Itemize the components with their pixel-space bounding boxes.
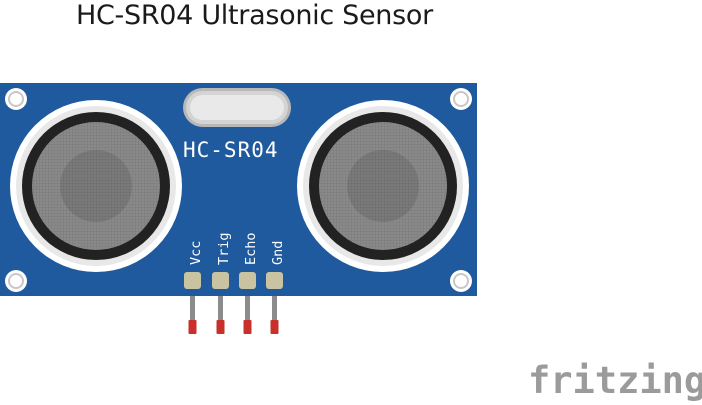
pin-labels: Vcc Trig Echo Gnd [188,232,286,265]
model-label: HC-SR04 [183,138,279,162]
pin-leg-echo [243,288,252,334]
pin-label-vcc: Vcc [188,241,204,265]
pin-leg-trig [216,288,225,334]
pin-leg-gnd [270,288,279,334]
mounting-holes [5,88,472,292]
pin-label-trig: Trig [216,232,232,265]
pin-pads [184,272,283,289]
pin-pad-trig[interactable] [212,272,229,289]
pin-label-gnd: Gnd [270,241,286,265]
crystal-oscillator [183,88,291,127]
pin-label-echo: Echo [243,232,259,265]
pin-pad-echo[interactable] [239,272,256,289]
fritzing-logo: fritzing [528,359,702,402]
transducer-left [10,100,182,272]
pin-pad-vcc[interactable] [184,272,201,289]
diagram-title: HC-SR04 Ultrasonic Sensor [76,0,433,31]
pin-legs [188,288,279,334]
transducer-right [297,100,469,272]
pin-pad-gnd[interactable] [266,272,283,289]
pin-leg-vcc [188,288,197,334]
